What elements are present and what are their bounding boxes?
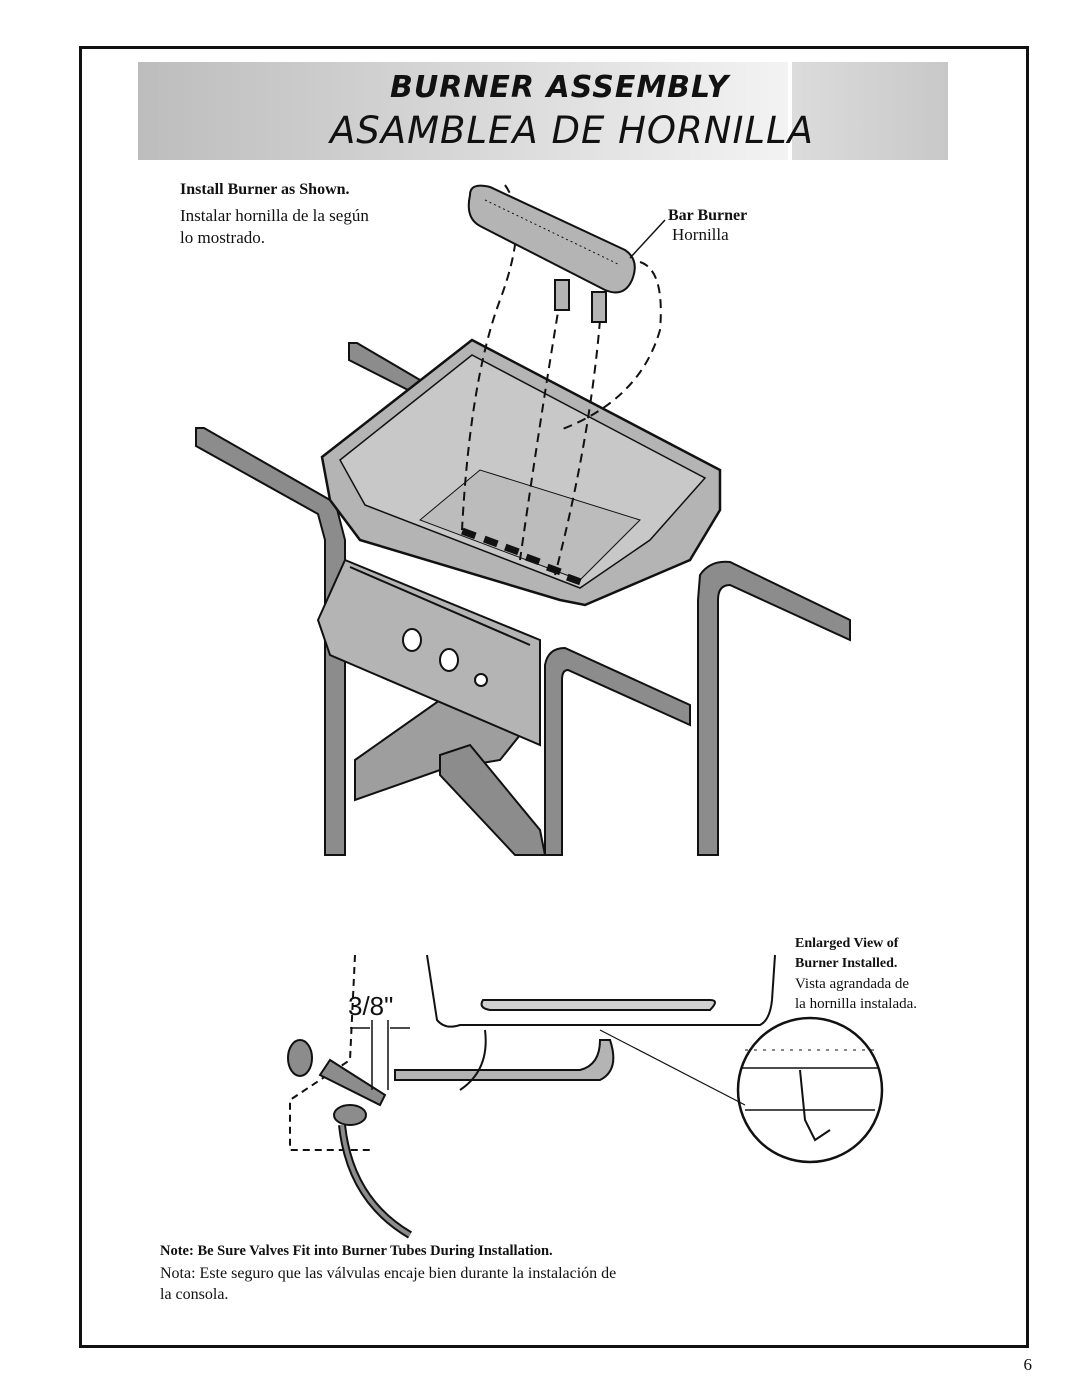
- lower-brace: [439, 743, 547, 856]
- enlarged-view-es2: la hornilla instalada.: [795, 996, 918, 1012]
- enlarged-view-line2: Burner Installed.: [795, 956, 898, 971]
- ignition-wire: [459, 1029, 487, 1091]
- control-knob-right: [439, 648, 459, 672]
- front-leg-frame: [544, 646, 691, 856]
- magnified-view: [599, 1016, 884, 1164]
- control-panel: [316, 558, 541, 747]
- firebox-section: [426, 954, 776, 1028]
- burner-tube-right: [591, 291, 607, 323]
- gas-valve: [318, 1058, 387, 1107]
- gap-dimension-lines: [371, 1020, 389, 1090]
- burner-tube: [394, 1039, 615, 1081]
- note-spanish-2: la consola.: [160, 1286, 229, 1303]
- install-text-es-2: lo mostrado.: [180, 228, 265, 247]
- hornilla-label: Hornilla: [672, 225, 729, 244]
- control-knob-left: [402, 628, 422, 652]
- title-spanish: ASAMBLEA DE HORNILLA: [330, 109, 814, 152]
- magnifier-leader: [599, 1029, 746, 1106]
- enlarged-view-line1: Enlarged View of: [795, 936, 899, 951]
- gap-measurement-label: 3/8": [348, 991, 394, 1021]
- installed-bar-burner: [480, 999, 716, 1011]
- gas-hose: [338, 1124, 413, 1239]
- valve-knob: [287, 1039, 313, 1077]
- banner-tab: [792, 62, 948, 160]
- banner-gradient: [138, 62, 788, 160]
- gas-fitting: [333, 1104, 367, 1126]
- left-cart-frame: [195, 427, 346, 856]
- title-english: BURNER ASSEMBLY: [390, 70, 730, 105]
- bar-burner: [467, 184, 666, 323]
- enlarged-view-es1: Vista agrandada de: [795, 976, 910, 992]
- install-text-es-1: Instalar hornilla de la según: [180, 206, 369, 225]
- igniter-button: [474, 673, 488, 687]
- note-spanish-1: Nota: Este seguro que las válvulas encaj…: [160, 1265, 617, 1282]
- bar-burner-label: Bar Burner: [668, 207, 748, 224]
- page-border: [79, 46, 1029, 1348]
- right-cart-frame: [697, 560, 851, 856]
- title-banner: BURNER ASSEMBLY ASAMBLEA DE HORNILLA: [138, 62, 948, 160]
- page-number: 6: [1023, 1355, 1033, 1374]
- bar-burner-leader: [629, 219, 666, 259]
- burner-tube-left: [554, 279, 570, 311]
- note-english: Note: Be Sure Valves Fit into Burner Tub…: [160, 1243, 553, 1259]
- burner-slots: [461, 527, 582, 586]
- console-outline: [289, 954, 370, 1151]
- install-heading: Install Burner as Shown.: [180, 181, 350, 198]
